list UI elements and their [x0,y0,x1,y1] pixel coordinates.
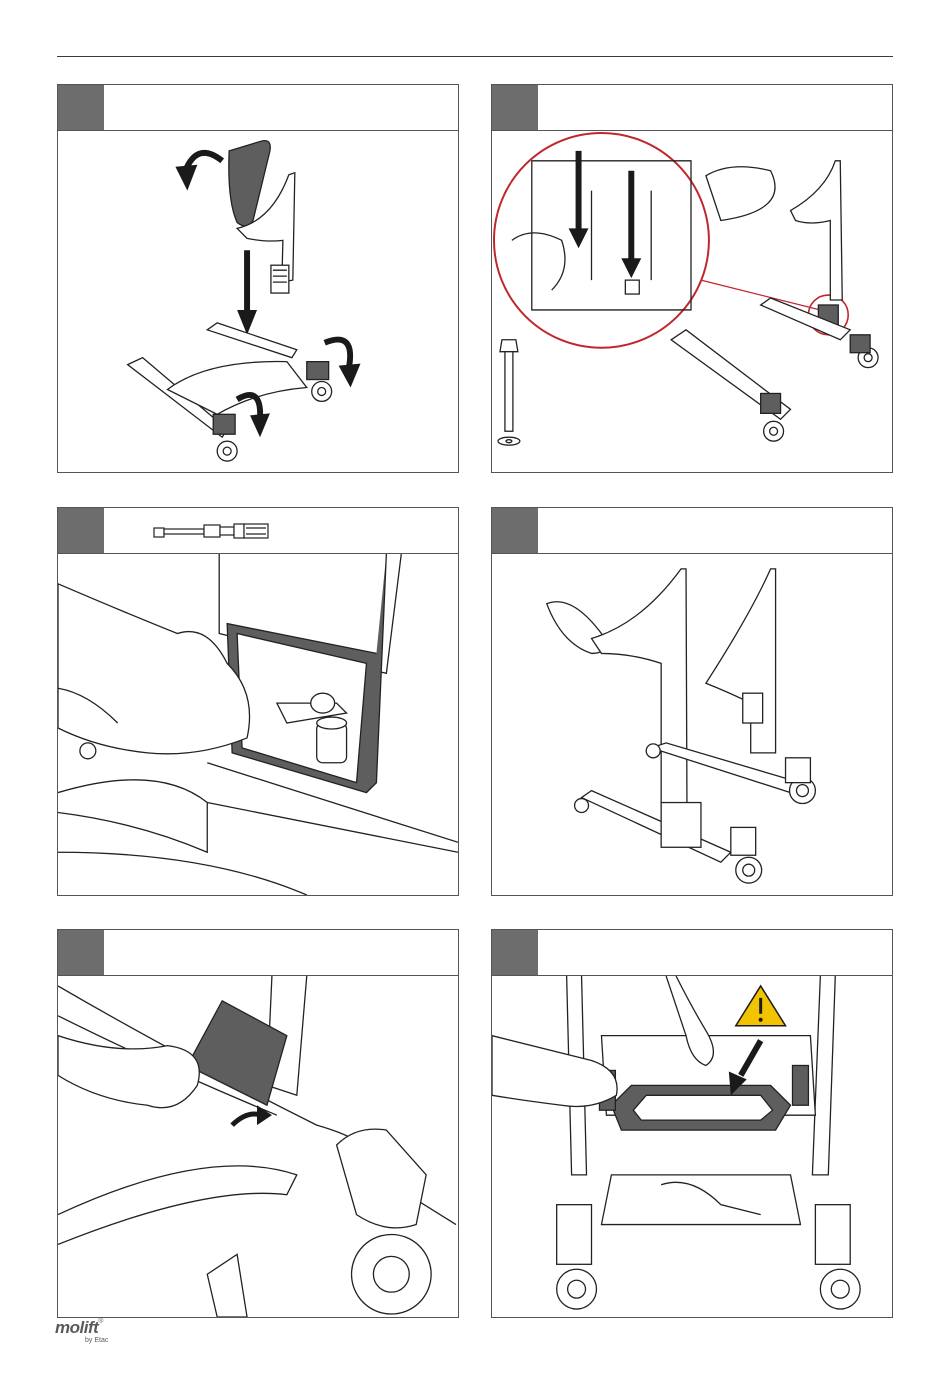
step-number-box [492,508,538,553]
step-number-box [58,930,104,975]
remove-knee-pad-and-column-icon [58,131,458,472]
logo-byline: by Etac [85,1337,108,1344]
mount-footplate-warning-icon [492,976,892,1317]
panel-header [492,508,892,554]
ratchet-wrench-icon [150,520,272,542]
molift-logo: molift® by Etac [55,1318,103,1338]
step-number-box [492,85,538,130]
step-panel-5 [57,929,459,1318]
step-number-box [58,85,104,130]
step-number-box [492,930,538,975]
panel-header [58,930,458,976]
panel-header [492,930,892,976]
attach-cover-plate-icon [58,976,458,1317]
step-panel-3 [57,507,459,896]
top-rule [57,56,893,57]
step-number-box [58,508,104,553]
tighten-with-ratchet-icon [58,554,458,895]
bolt-insertion-detail-icon [492,131,892,472]
step-panel-1 [57,84,459,473]
step-panel-2 [491,84,893,473]
logo-brand: molift [55,1318,98,1337]
step-panel-6 [491,929,893,1318]
assembled-stand-aid-icon [492,554,892,895]
step-panel-4 [491,507,893,896]
logo-registered-mark: ® [98,1318,103,1325]
panel-header [492,85,892,131]
panel-header [58,508,458,554]
panel-header [58,85,458,131]
